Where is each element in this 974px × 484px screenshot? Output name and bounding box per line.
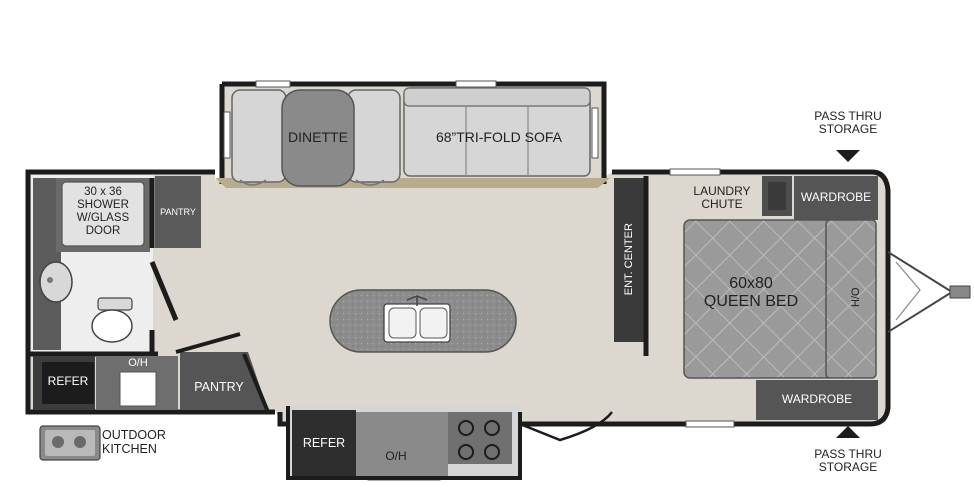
shower-label: 30 x 36 SHOWER W/GLASS DOOR (76, 186, 130, 237)
bedroom (683, 176, 878, 420)
pass-thru-top-label: PASS THRU STORAGE (814, 109, 882, 137)
entry-door (519, 411, 613, 442)
refer-bath-label: REFER (47, 374, 89, 388)
hitch (887, 251, 971, 333)
small-pantry-label: PANTRY (160, 207, 196, 217)
oh-bath-label: O/H (128, 357, 148, 369)
queen-bed-label: 60x80 QUEEN BED (703, 275, 799, 310)
refer-kitchen-label: REFER (302, 436, 346, 450)
tri-fold-sofa (403, 87, 591, 177)
bathroom (28, 175, 179, 357)
laundry-chute-label: LAUNDRY CHUTE (693, 184, 751, 212)
rear-cabinets (33, 332, 270, 413)
wardrobe-bottom-label: WARDROBE (781, 392, 853, 406)
kitchen-island (329, 289, 517, 353)
pantry-large-label: PANTRY (194, 380, 244, 394)
oh-kitchen-label: O/H (385, 449, 407, 463)
pass-thru-bottom-label: PASS THRU STORAGE (814, 447, 882, 475)
dinette (231, 89, 401, 187)
sofa-label: 68”TRI-FOLD SOFA (435, 129, 563, 145)
ent-center-label: ENT. CENTER (622, 223, 635, 296)
entertainment-center (614, 176, 649, 356)
dinette-label: DINETTE (288, 129, 348, 145)
ho-label: H/O (849, 287, 862, 307)
wardrobe-top-label: WARDROBE (800, 190, 872, 204)
exterior-walls (25, 169, 891, 427)
small-pantry (155, 176, 201, 248)
outdoor-kitchen-grill (39, 425, 101, 461)
pass-thru-arrows (836, 150, 860, 438)
outdoor-kitchen-label: OUTDOOR KITCHEN (102, 428, 166, 456)
kitchen-slide (286, 406, 522, 480)
